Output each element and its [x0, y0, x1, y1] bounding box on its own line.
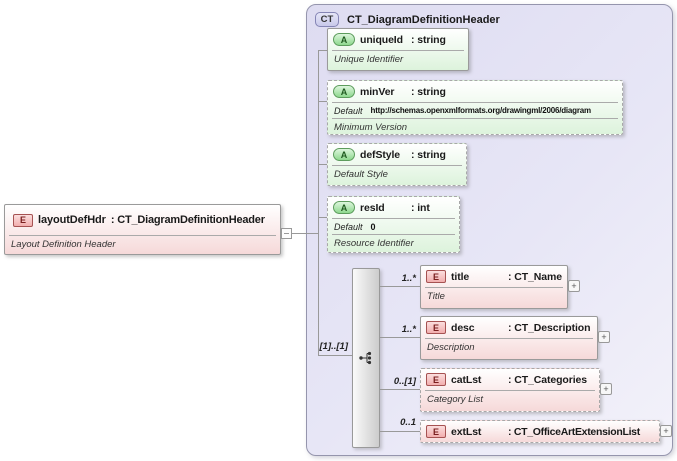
divider	[332, 50, 464, 51]
minus-icon	[284, 233, 289, 234]
incoming-line	[306, 233, 318, 234]
cardinality-title: 1..*	[401, 273, 416, 284]
attribute-name: minVer	[360, 85, 395, 98]
child-element-box-catLst[interactable]: E catLst : CT_Categories Category List	[420, 368, 600, 412]
child-stub	[380, 431, 420, 432]
child-element-box-extLst[interactable]: E extLst : CT_OfficeArtExtensionList	[420, 420, 660, 443]
element-badge: E	[426, 270, 446, 283]
default-value: 0	[370, 221, 376, 232]
attribute-annotation: Resource Identifier	[334, 238, 414, 249]
divider	[332, 234, 455, 235]
attribute-name: defStyle	[360, 148, 401, 161]
attr-stub	[318, 101, 327, 102]
attr-stub	[318, 217, 327, 218]
attribute-box-resId[interactable]: A resId : int Default 0 Resource Identif…	[327, 196, 460, 253]
attribute-name: resId	[360, 201, 385, 214]
attribute-type: : string	[411, 85, 446, 98]
sequence-cardinality: [1]..[1]	[319, 341, 349, 352]
element-annotation: Layout Definition Header	[11, 239, 116, 250]
element-annotation: Title	[427, 291, 445, 302]
sequence-stub	[318, 355, 352, 356]
divider	[332, 165, 462, 166]
attribute-badge: A	[333, 33, 355, 46]
attribute-name: uniqueId	[360, 33, 403, 46]
element-name: extLst	[451, 425, 482, 438]
attribute-badge: A	[333, 85, 355, 98]
cardinality-catLst: 0..[1]	[393, 376, 416, 387]
divider	[332, 218, 455, 219]
cardinality-extLst: 0..1	[400, 417, 416, 428]
divider	[9, 235, 276, 236]
element-annotation: Category List	[427, 394, 483, 405]
expand-button-title[interactable]: +	[568, 280, 580, 292]
element-badge: E	[426, 425, 446, 438]
attribute-annotation: Unique Identifier	[334, 54, 404, 65]
divider	[425, 390, 595, 391]
complex-type-title: CT_DiagramDefinitionHeader	[347, 13, 500, 26]
expand-button-desc[interactable]: +	[598, 331, 610, 343]
complex-type-badge: CT	[315, 12, 339, 27]
attribute-type: : string	[411, 33, 446, 46]
expand-button-catLst[interactable]: +	[600, 383, 612, 395]
attribute-box-uniqueId[interactable]: A uniqueId : string Unique Identifier	[327, 28, 469, 71]
attribute-annotation: Minimum Version	[334, 122, 408, 133]
default-label: Default	[334, 221, 363, 232]
root-element-box[interactable]: E layoutDefHdr : CT_DiagramDefinitionHea…	[4, 204, 281, 255]
element-annotation: Description	[427, 342, 475, 353]
divider	[425, 287, 563, 288]
child-stub	[380, 337, 420, 338]
element-name: layoutDefHdr	[38, 214, 106, 226]
attr-stub	[318, 50, 327, 51]
default-label: Default	[334, 105, 363, 116]
collapse-handle[interactable]	[281, 228, 292, 239]
cardinality-desc: 1..*	[401, 324, 416, 335]
child-element-box-title[interactable]: E title : CT_Name Title	[420, 265, 568, 309]
divider	[425, 338, 593, 339]
attribute-type: : int	[411, 201, 430, 214]
trunk-line	[318, 50, 319, 355]
attribute-badge: A	[333, 148, 355, 161]
element-badge: E	[13, 213, 33, 227]
complex-type-header: CT CT_DiagramDefinitionHeader	[315, 12, 500, 27]
child-element-box-desc[interactable]: E desc : CT_Description Description	[420, 316, 598, 360]
element-name: title	[451, 270, 470, 283]
element-name: desc	[451, 321, 475, 334]
expand-button-extLst[interactable]: +	[660, 425, 672, 437]
child-stub	[380, 389, 420, 390]
element-badge: E	[426, 373, 446, 386]
divider	[332, 102, 618, 103]
child-stub	[380, 286, 420, 287]
attribute-type: : string	[411, 148, 446, 161]
element-badge: E	[426, 321, 446, 334]
element-type: : CT_Categories	[508, 373, 588, 386]
element-type: : CT_DiagramDefinitionHeader	[110, 214, 265, 226]
divider	[332, 118, 618, 119]
sequence-compositor[interactable]	[352, 268, 380, 448]
attribute-box-defStyle[interactable]: A defStyle : string Default Style	[327, 143, 467, 186]
attribute-box-minVer[interactable]: A minVer : string Default http://schemas…	[327, 80, 623, 135]
connector-line	[292, 233, 306, 234]
attribute-badge: A	[333, 201, 355, 214]
element-type: : CT_Name	[508, 270, 562, 283]
attribute-annotation: Default Style	[334, 169, 388, 180]
sequence-icon	[359, 351, 372, 365]
element-type: : CT_Description	[508, 321, 591, 334]
default-value: http://schemas.openxmlformats.org/drawin…	[370, 106, 592, 115]
element-type: : CT_OfficeArtExtensionList	[508, 425, 640, 438]
element-name: catLst	[451, 373, 482, 386]
attr-stub	[318, 164, 327, 165]
